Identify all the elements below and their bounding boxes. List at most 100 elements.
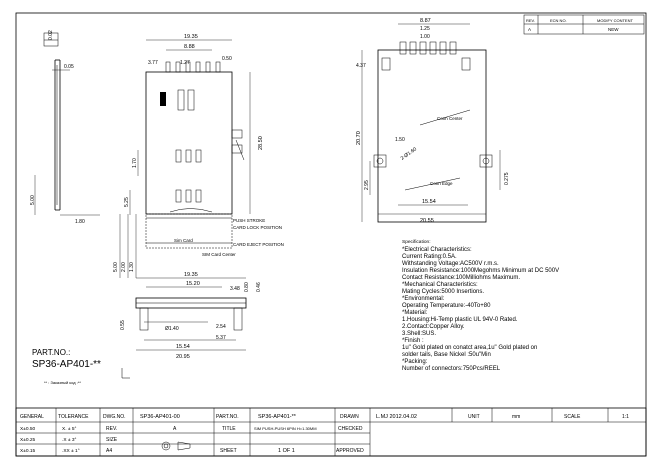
- dim-19-35-top: 19.35: [184, 34, 198, 40]
- dim-5-25: 5.25: [124, 197, 130, 207]
- top-pins: [165, 61, 221, 73]
- dim-1-00: 1.00: [420, 34, 430, 40]
- spec-line: *Mechanical Characteristics:: [402, 282, 478, 288]
- spec-line: Contact Resistance:100Milliohms Maximum.: [402, 275, 520, 281]
- label-push-stroke: PUSH STROKE: [233, 218, 265, 223]
- footprint-hole-left: [376, 157, 384, 165]
- tb-tol-a: X±0.25: [20, 437, 36, 443]
- dim-1-50: 1.50: [395, 137, 405, 143]
- label-card-eject: CARD EJECT POSITION: [233, 242, 284, 247]
- tb-rev: A: [173, 426, 177, 432]
- dim-3-77: 3.77: [148, 60, 158, 66]
- tb-unit-label: UNIT: [468, 414, 480, 420]
- tb-dwg-no: SP36-AP401-00: [140, 414, 180, 420]
- spec-line: *Material:: [402, 310, 428, 316]
- flatness-box: [43, 32, 59, 47]
- dim-15-20: 15.20: [186, 281, 200, 287]
- spec-line: 2.Contact:Copper Alloy.: [402, 324, 465, 330]
- spec-line: *Packing:: [402, 359, 428, 365]
- rev-header-ecn: ECN NO.: [550, 18, 567, 23]
- spec-line: solder tails, Base Nickel :50u"Min: [402, 352, 491, 358]
- left-side-view: 0.02 0.05 5.00 1.80: [30, 30, 100, 225]
- dim-2-holes: 2-Ø1.60: [400, 146, 418, 161]
- part-no-label: PART.NO.:: [32, 348, 70, 357]
- spec-line: *Electrical Characteristics:: [402, 247, 472, 253]
- tb-tol-a: X±0.15: [20, 448, 36, 454]
- dim-8-88: 8.88: [184, 44, 195, 50]
- dim-1-30: 1.30: [129, 262, 135, 272]
- flatness-value: 0.02: [48, 30, 54, 40]
- tb-approved-label: APPROVED: [336, 448, 364, 454]
- dim-1-70: 1.70: [132, 158, 138, 168]
- dim-20-55: 20.55: [420, 218, 434, 224]
- dim-2-95: 2.95: [364, 180, 370, 190]
- tb-part-no-label: PART.NO.: [216, 414, 239, 420]
- rev-row-rev: A: [528, 27, 531, 32]
- tb-tol-b: X. ± 5°: [62, 426, 76, 432]
- drawing-frame: [15, 12, 647, 457]
- spec-line: 3.Shell:SUS.: [402, 331, 436, 337]
- connector-body: [145, 71, 233, 215]
- front-view: 19.35 15.20 3.48 0.80 0.46 Ø1.40 2.54 5.…: [120, 272, 262, 360]
- dim-15-54-side: 15.54: [176, 344, 190, 350]
- spec-line: 1u" Gold plated on conatct area,1u" Gold…: [402, 345, 537, 351]
- footprint-outline: [377, 49, 487, 223]
- spec-line: Withstanding Voltage:AC500V r.m.s.: [402, 261, 499, 267]
- rev-header-modify: MODIFY CONTENT: [597, 18, 633, 23]
- dim-2-54: 2.54: [216, 324, 226, 330]
- tb-tolerance: TOLERANCE: [58, 414, 89, 420]
- part-no-note: ** : Заказный код :**: [44, 380, 81, 385]
- tb-sheet-label: SHEET: [220, 448, 237, 454]
- dim-0-80: 0.80: [244, 282, 250, 292]
- spec-line: Mating Cycles:5000 Insertions.: [402, 289, 484, 295]
- rev-header-rev: REV.: [526, 18, 535, 23]
- dim-0-55: 0.55: [120, 320, 126, 330]
- dim-5-00-lower: 5.00: [113, 262, 119, 272]
- dim-0-275: 0.275: [504, 172, 510, 185]
- dim-3-48: 3.48: [230, 286, 240, 292]
- footprint-hole-right: [482, 157, 490, 165]
- dim-5-00-left: 5.00: [30, 195, 36, 205]
- tb-part-no: SP36-AP401-**: [258, 414, 297, 420]
- tb-scale: 1:1: [622, 414, 629, 420]
- tb-drawn: L.MJ 2012.04.02: [376, 414, 417, 420]
- tb-title-label: TITLE: [222, 426, 236, 432]
- spec-line: Number of connectors:750Pcs/REEL: [402, 366, 501, 372]
- dim-4-37: 4.37: [356, 63, 366, 69]
- tb-title: SIM PUSH-PUSH 6PIN H=1.30MM: [254, 426, 317, 431]
- tb-size: A4: [106, 448, 112, 454]
- rev-row-content: NEW: [608, 27, 619, 32]
- top-view: 19.35 8.88 3.77 1.27 0.50 28: [113, 34, 284, 278]
- spec-line: *Finish :: [402, 338, 424, 344]
- part-number-callout: PART.NO.: SP36-AP401-** ** : Заказный ко…: [32, 348, 130, 385]
- dim-19-35-side: 19.35: [184, 272, 198, 278]
- projection-symbol-icon: [161, 441, 191, 451]
- spec-line: 1.Housing:Hi-Temp plastic UL 94V-0 Rated…: [402, 317, 518, 323]
- dim-1-25: 1.25: [420, 26, 430, 32]
- tb-sheet: 1 OF 1: [278, 448, 295, 454]
- tb-rev-label: REV.: [106, 426, 117, 432]
- part-no-value: SP36-AP401-**: [32, 359, 101, 370]
- revision-table: REV. ECN NO. MODIFY CONTENT A NEW: [523, 14, 645, 35]
- tb-dwg-no-label: DWG.NO.: [103, 414, 126, 420]
- tb-drawn-label: DRAWN: [340, 414, 359, 420]
- tb-tol-b: .XX ± 1°: [62, 448, 80, 454]
- tb-unit: mm: [512, 414, 520, 420]
- specification-block: Specification: *Electrical Characteristi…: [402, 239, 559, 372]
- label-sim-card-center: SIM Card Center: [202, 252, 236, 257]
- dim-0-46: 0.46: [256, 282, 262, 292]
- spec-line: Operating Temperature:-40To+80: [402, 303, 491, 309]
- dim-0-05: 0.05: [64, 64, 74, 70]
- spec-line: Insulation Resistance:1000Megohms Minimu…: [402, 268, 559, 274]
- label-coin-edge: Conn Edge: [430, 181, 453, 186]
- tb-size-label: SIZE: [106, 437, 118, 443]
- dim-20-95: 20.95: [176, 354, 190, 360]
- title-block: GENERAL TOLERANCE DWG.NO. SP36-AP401-00 …: [15, 407, 647, 457]
- tb-general: GENERAL: [20, 414, 44, 420]
- footprint-view: 8.87 1.25 1.00 4.37 20.70 Conn Center 1.…: [356, 18, 510, 224]
- tb-tol-b: .X ± 3°: [62, 437, 76, 443]
- dim-1-80: 1.80: [75, 219, 85, 225]
- dim-hole-1-40: Ø1.40: [165, 326, 179, 332]
